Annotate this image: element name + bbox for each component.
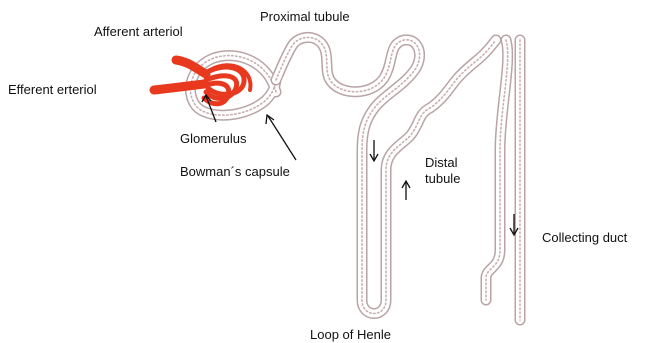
label-distal-tubule-line1: Distal	[425, 155, 458, 170]
label-loop-of-henle: Loop of Henle	[310, 327, 391, 342]
label-collecting-duct: Collecting duct	[542, 230, 627, 245]
bowman-pointer	[268, 116, 296, 160]
label-efferent-arteriol: Efferent erteriol	[8, 82, 97, 97]
label-glomerulus: Glomerulus	[180, 131, 246, 146]
glomerulus-vessels	[154, 60, 250, 104]
label-proximal-tubule: Proximal tubule	[260, 9, 350, 24]
label-distal-tubule-line2: tubule	[425, 171, 460, 186]
label-afferent-arteriol: Afferent arteriol	[94, 24, 183, 39]
nephron-tubule	[276, 37, 496, 313]
label-bowman-capsule: Bowman´s capsule	[180, 164, 290, 179]
collecting-duct	[486, 40, 520, 320]
